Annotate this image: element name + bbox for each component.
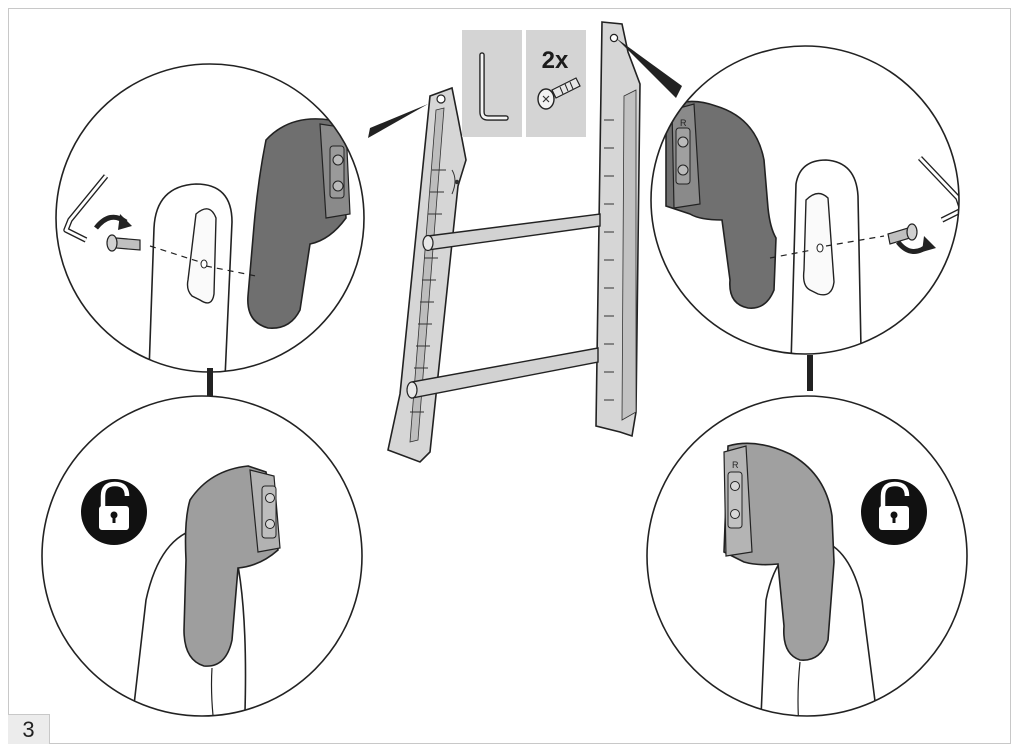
svg-text:R: R — [680, 118, 687, 128]
quantity-label: 2x — [542, 47, 569, 74]
step-number: 3 — [8, 714, 50, 744]
screw-icon — [537, 77, 581, 110]
detail-circle-bottom-left — [41, 395, 363, 717]
callout-pointer-right — [616, 38, 682, 98]
connector-left — [207, 368, 213, 398]
padlock-icon — [81, 479, 147, 545]
parts-box: 2x — [462, 30, 586, 137]
detail-circle-bottom-right: R — [646, 395, 968, 717]
detail-circle-top-left — [55, 63, 365, 373]
connector-right — [807, 355, 813, 391]
ladder-frame — [387, 21, 641, 463]
padlock-icon — [861, 479, 927, 545]
page-frame — [8, 8, 1011, 744]
hex-key-icon — [479, 52, 509, 121]
svg-text:R: R — [732, 460, 739, 470]
callout-pointer-left — [368, 104, 428, 138]
detail-circle-top-right: R — [650, 45, 960, 355]
